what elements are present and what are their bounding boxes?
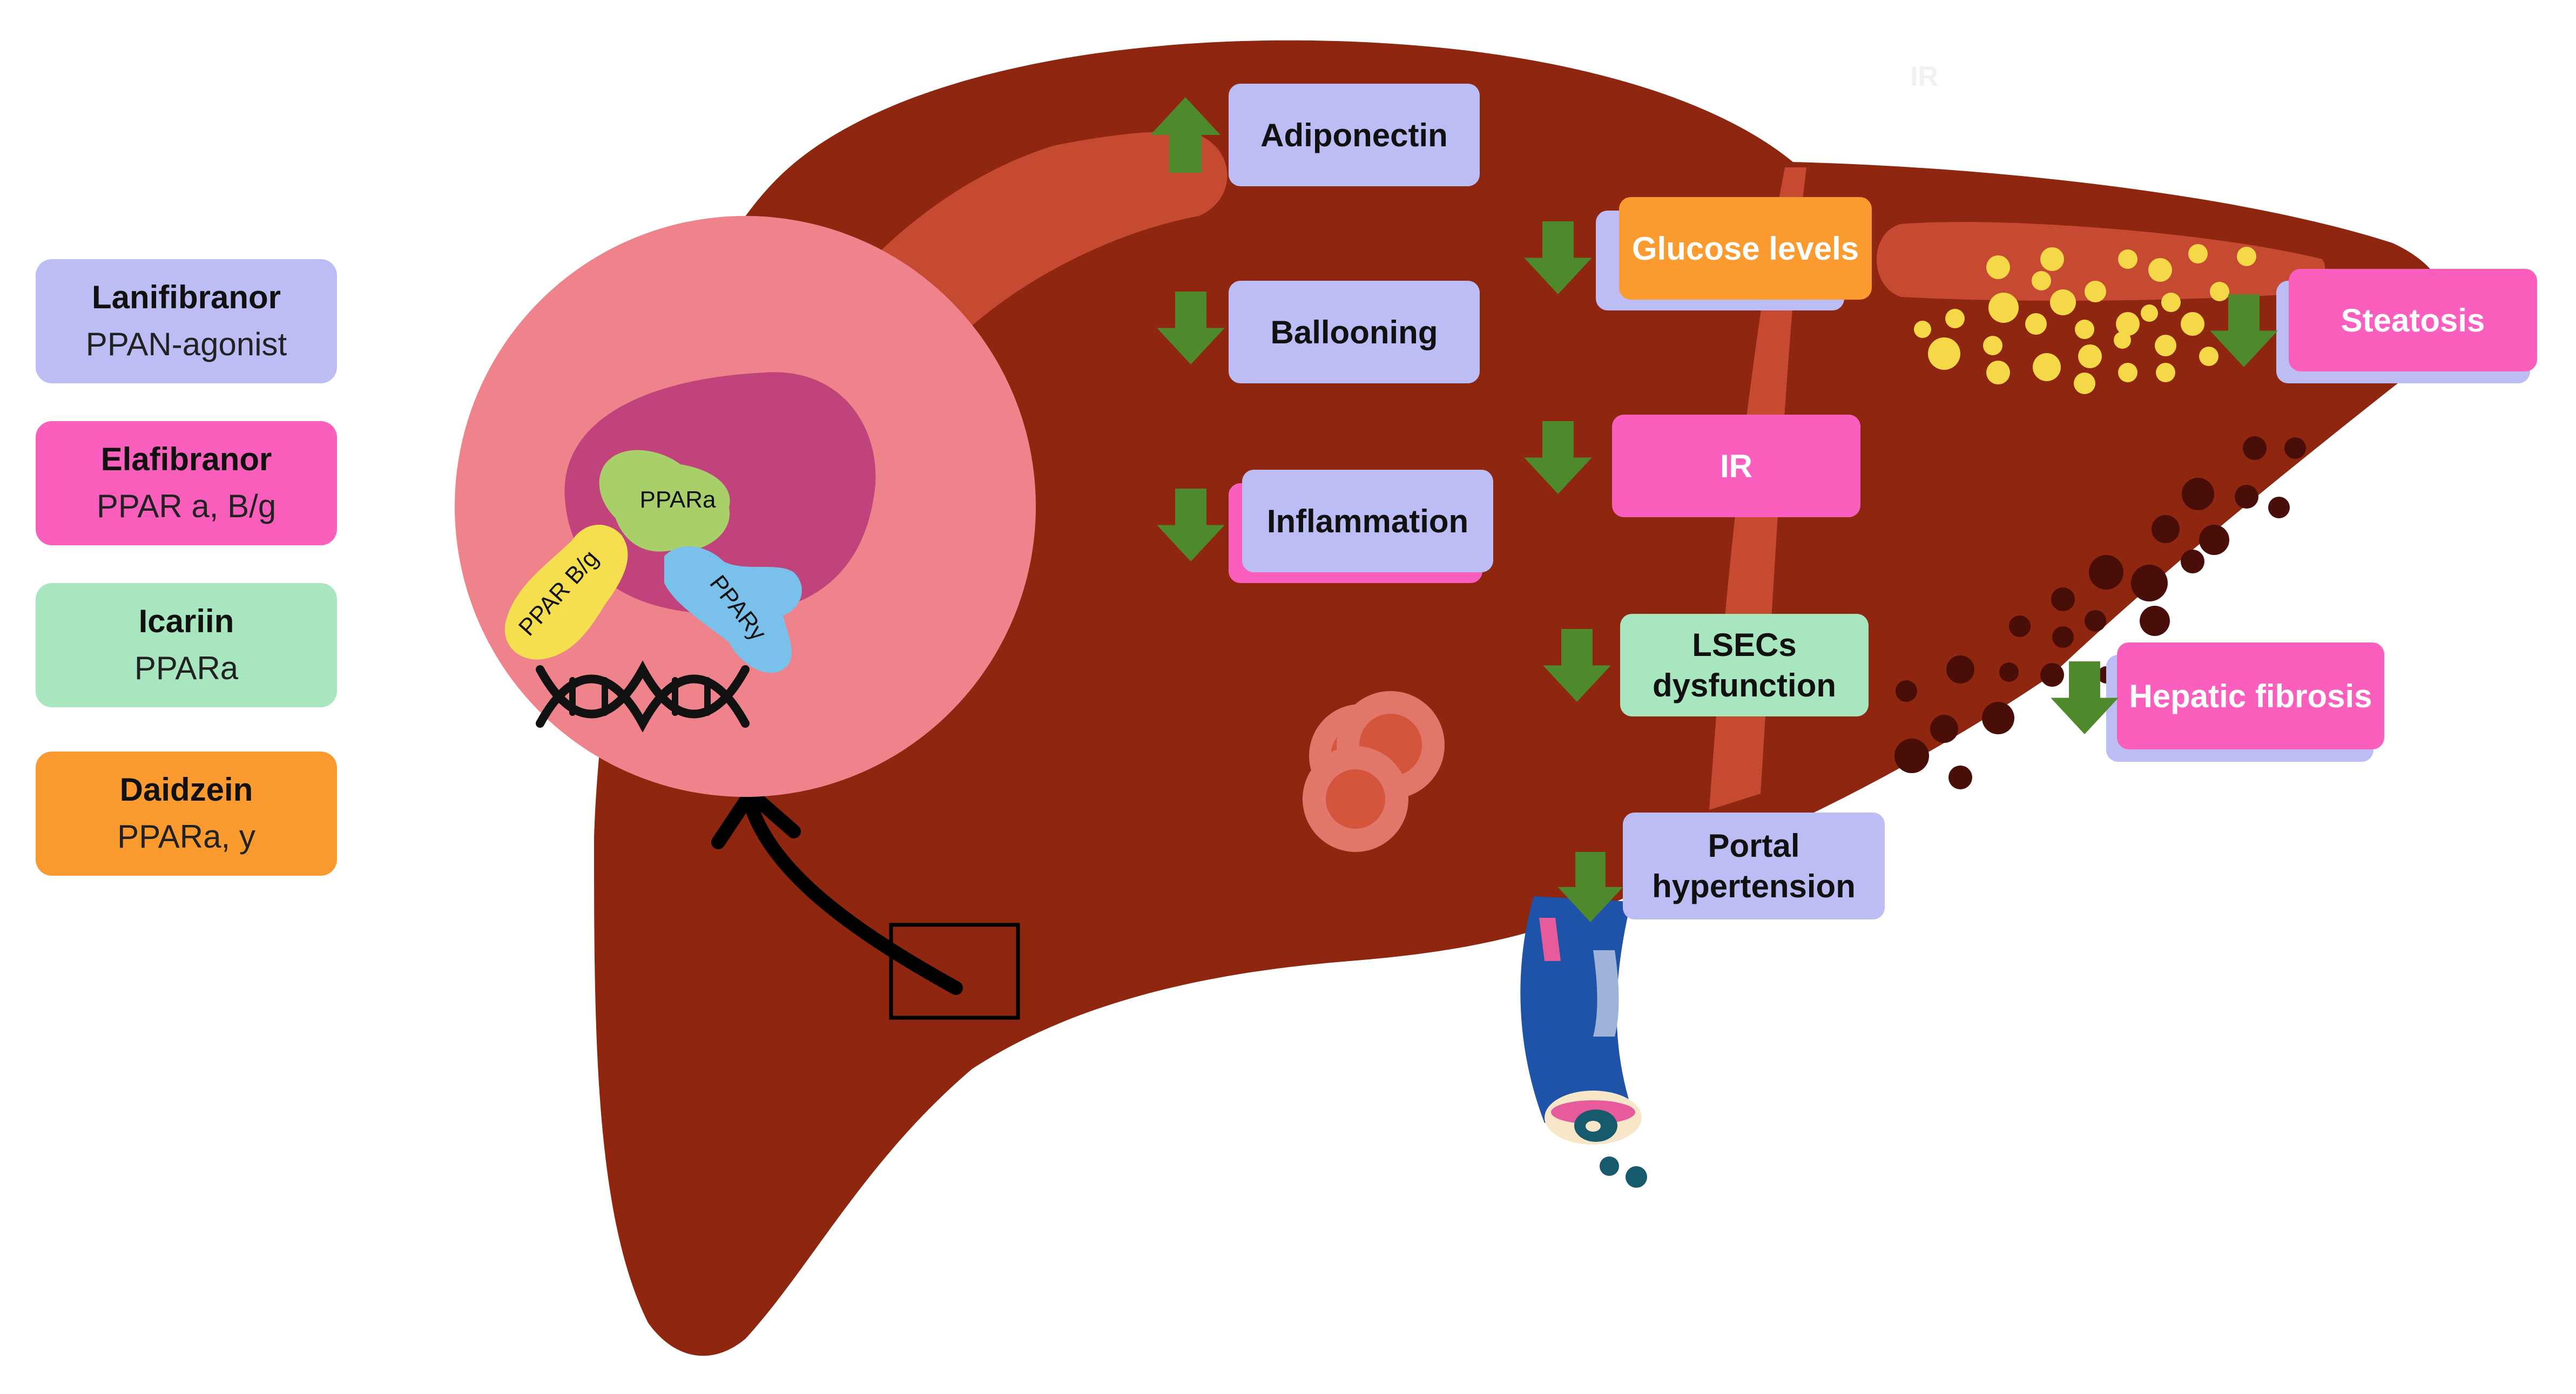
drug-card-daidzein: Daidzein PPARa, y: [36, 752, 337, 876]
dna-icon: [536, 660, 750, 733]
drug-target: PPARa, y: [117, 818, 255, 855]
receptor-gamma-shape: [664, 546, 802, 673]
effect-ir: IR: [1612, 415, 1860, 517]
drug-card-elafibranor: Elafibranor PPAR a, B/g: [36, 421, 337, 545]
effect-lsecs: LSECs dysfunction: [1620, 614, 1869, 716]
receptor-beta-gamma-shape: [504, 524, 628, 660]
down-arrow-icon: [1524, 221, 1592, 294]
down-arrow-icon: [1524, 421, 1592, 494]
drug-target: PPARa: [134, 650, 239, 686]
effect-inflammation: Inflammation: [1242, 470, 1493, 572]
liver-shape: [594, 40, 2446, 1356]
receptor-alpha-label: PPARa: [639, 486, 716, 513]
liver-top-streak: [1877, 222, 2325, 301]
down-arrow-icon: [1157, 489, 1225, 561]
down-arrow-icon: [2210, 294, 2278, 367]
zoom-frame: [889, 923, 1020, 1020]
blood-vessel-icon: [1520, 896, 1647, 1188]
effect-portal-hypertension: Portal hypertension: [1623, 813, 1885, 919]
effect-adiponectin: Adiponectin: [1229, 84, 1480, 186]
drug-name: Lanifibranor: [91, 279, 281, 315]
receptor-alpha-shape: [599, 450, 730, 552]
curved-arrow-icon: [744, 797, 963, 995]
fat-droplets: [1914, 244, 2256, 394]
effect-hepatic-fibrosis: Hepatic fibrosis: [2117, 642, 2384, 749]
down-arrow-icon: [1543, 629, 1611, 702]
down-arrow-icon: [2051, 661, 2119, 734]
fibrosis-spots: [1894, 436, 2306, 789]
cell-icon: [455, 216, 1036, 797]
effect-glucose: Glucose levels: [1619, 197, 1872, 300]
faint-label: IR: [1910, 61, 1938, 92]
drug-card-icariin: Icariin PPARa: [36, 583, 337, 707]
drug-name: Daidzein: [119, 772, 253, 808]
drug-name: Icariin: [138, 603, 234, 639]
drug-card-lanifibranor: Lanifibranor PPAN-agonist: [36, 259, 337, 383]
drug-name: Elafibranor: [100, 441, 272, 477]
drug-target: PPAN-agonist: [85, 326, 287, 362]
effect-steatosis: Steatosis: [2289, 269, 2537, 371]
red-blood-cells-icon: [1303, 691, 1445, 852]
down-arrow-icon: [1157, 292, 1225, 364]
down-arrow-icon: [1557, 852, 1623, 922]
drug-target: PPAR a, B/g: [96, 488, 277, 524]
up-arrow-icon: [1150, 97, 1220, 173]
effect-ballooning: Ballooning: [1229, 281, 1480, 383]
